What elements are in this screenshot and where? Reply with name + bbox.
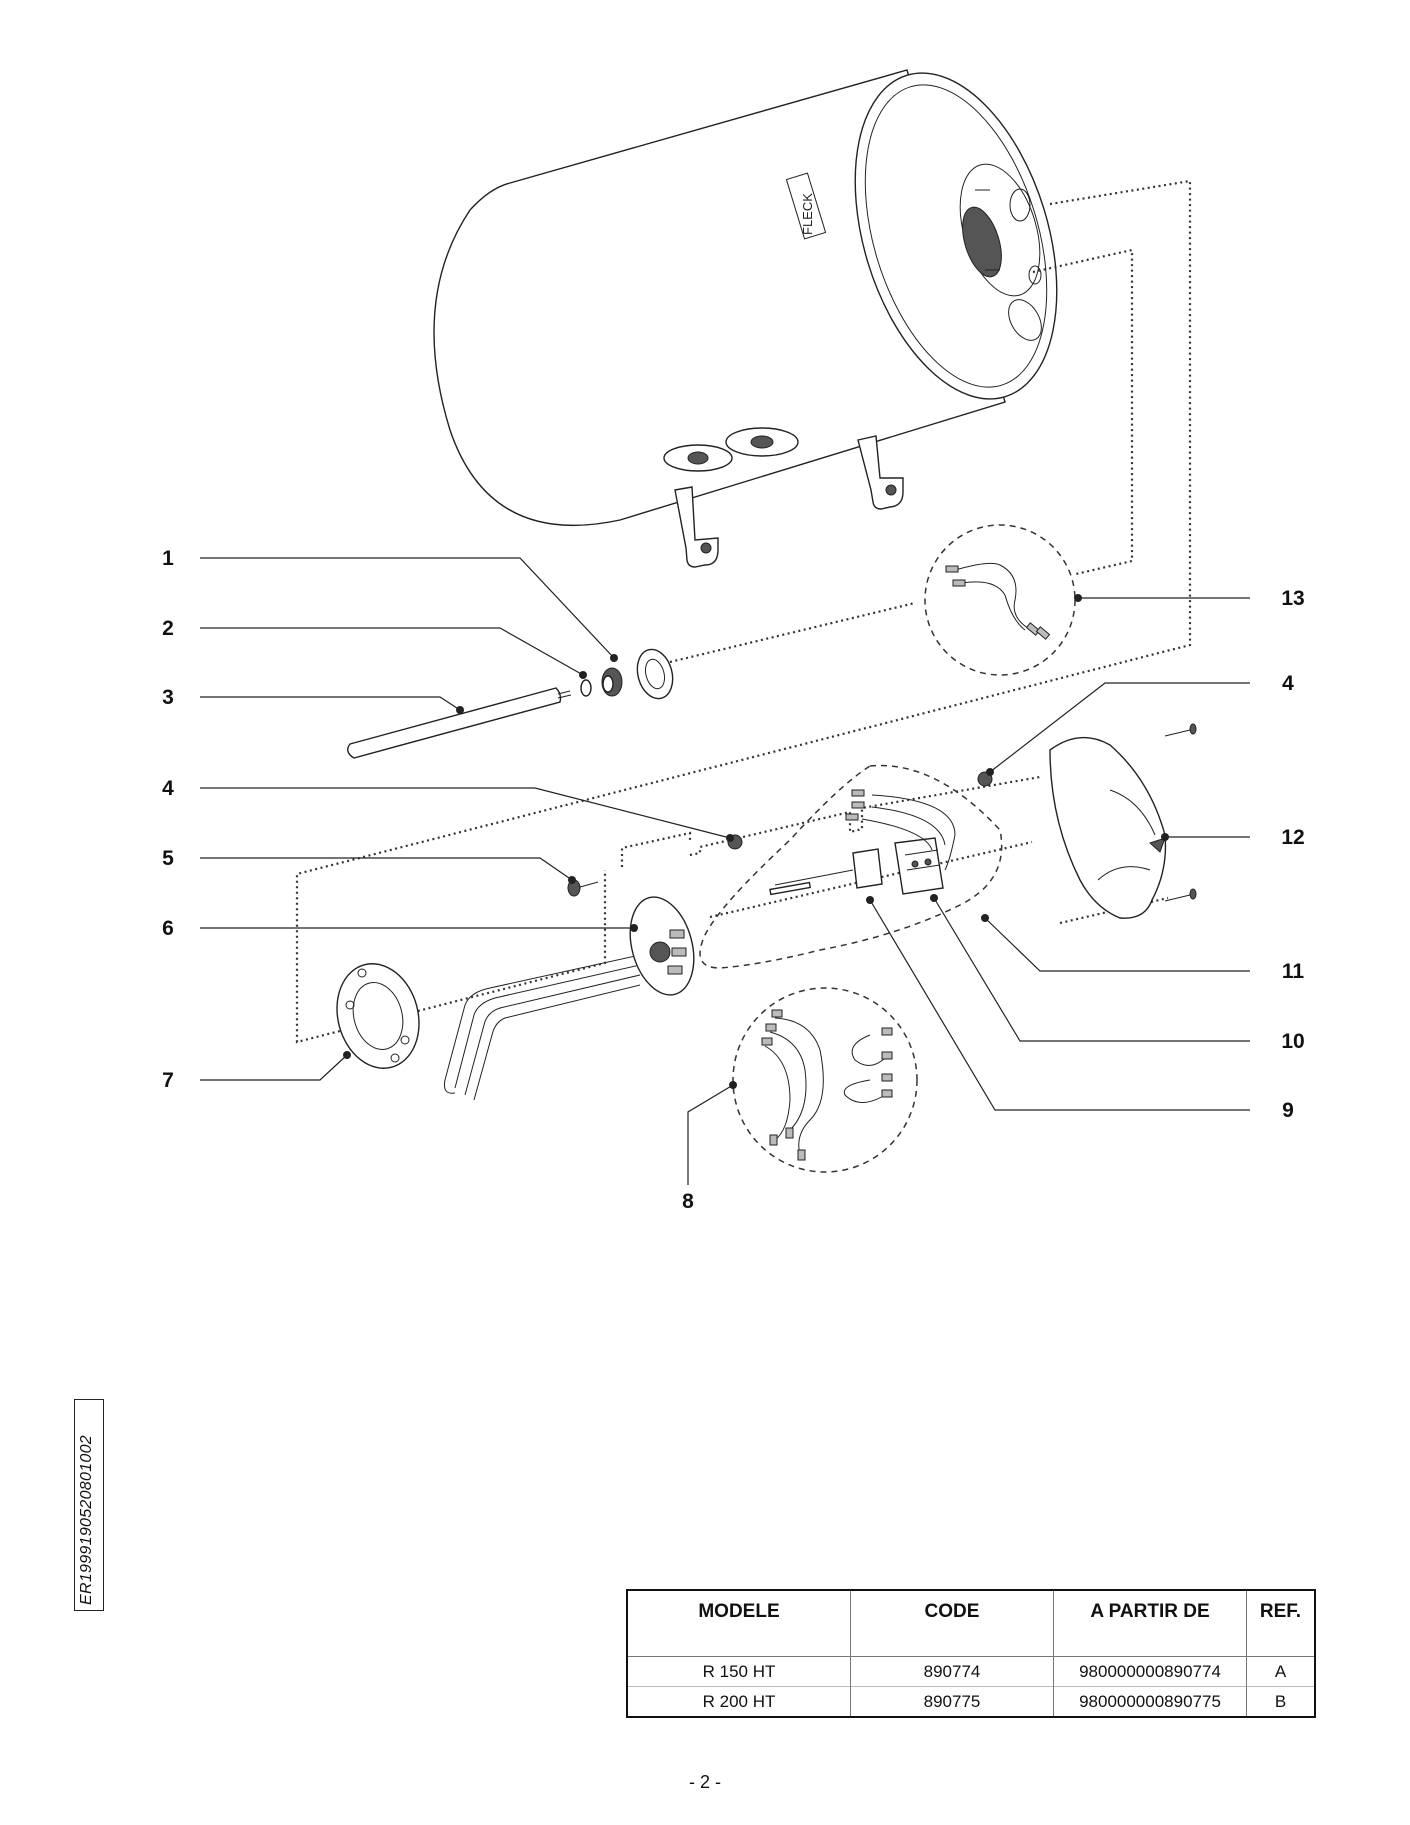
detail-circle-8 (732, 987, 918, 1173)
screw (567, 879, 599, 897)
cover-screw-top (1164, 723, 1197, 737)
cell-a-partir-de: 980000000890774 (1053, 1656, 1247, 1687)
table-header-row: MODELE CODE A PARTIR DE REF. (627, 1590, 1315, 1657)
header-code: CODE (850, 1590, 1054, 1657)
callout-8: 8 (682, 1190, 694, 1213)
callout-13: 13 (1281, 587, 1304, 610)
detail-circle-13 (924, 524, 1076, 676)
cell-a-partir-de: 980000000890775 (1053, 1686, 1247, 1717)
table-row: R 150 HT 890774 980000000890774 A (627, 1656, 1315, 1687)
models-table: MODELE CODE A PARTIR DE REF. R 150 HT 89… (626, 1589, 1316, 1718)
cell-code: 890775 (850, 1686, 1054, 1717)
thermostat (769, 848, 883, 896)
page-number: - 2 - (688, 1772, 721, 1792)
pipe-fitting-right (725, 427, 799, 457)
callout-6: 6 (162, 917, 174, 940)
cell-ref: A (1246, 1656, 1315, 1687)
header-ref: REF. (1246, 1590, 1315, 1657)
callout-4-left: 4 (162, 777, 174, 800)
callout-11: 11 (1282, 960, 1305, 983)
flange-gasket (336, 963, 420, 1069)
callout-3: 3 (162, 686, 174, 709)
cell-code: 890774 (850, 1656, 1054, 1687)
anode-rod (347, 687, 572, 759)
document-code-frame (74, 1399, 104, 1611)
callout-5: 5 (162, 847, 174, 870)
callout-7: 7 (162, 1069, 174, 1092)
cell-modele: R 200 HT (627, 1686, 851, 1717)
thermostat-detail-outline (699, 764, 1003, 969)
terminal-block (894, 837, 944, 895)
header-modele: MODELE (698, 1601, 780, 1622)
leader-lines (200, 557, 1250, 1185)
leader-dots (343, 594, 1169, 1089)
wall-bracket-right (857, 435, 904, 510)
washer (580, 679, 592, 697)
document-code: ER1999190520801002 (78, 1434, 95, 1605)
element-cover (1049, 736, 1167, 919)
fleck-label: FLECK (785, 172, 827, 240)
plug-nut (601, 667, 623, 697)
water-heater-tank (433, 69, 1058, 527)
callout-12: 12 (1281, 826, 1304, 849)
callout-2: 2 (162, 617, 174, 640)
callout-10: 10 (1281, 1030, 1304, 1053)
exploded-parts-diagram: FLECK (162, 69, 1305, 1213)
callout-numbers: 1 2 3 4 5 6 7 8 9 10 11 12 13 4 (162, 547, 1305, 1213)
wall-bracket-left (674, 486, 719, 568)
callout-4-right: 4 (1282, 672, 1294, 695)
plug-gasket (636, 648, 674, 700)
header-a-partir-de: A PARTIR DE (1053, 1590, 1247, 1657)
cover-screw-bottom (1164, 888, 1197, 902)
cell-modele: R 150 HT (627, 1656, 851, 1687)
tank-brand-text: FLECK (800, 193, 815, 235)
thermostat-wires (845, 789, 956, 871)
heating-element (444, 896, 695, 1101)
callout-1: 1 (162, 547, 174, 570)
pipe-fitting-left (663, 444, 733, 472)
callout-9: 9 (1282, 1099, 1294, 1122)
cell-ref: B (1246, 1686, 1315, 1717)
table-row: R 200 HT 890775 980000000890775 B (627, 1686, 1315, 1717)
